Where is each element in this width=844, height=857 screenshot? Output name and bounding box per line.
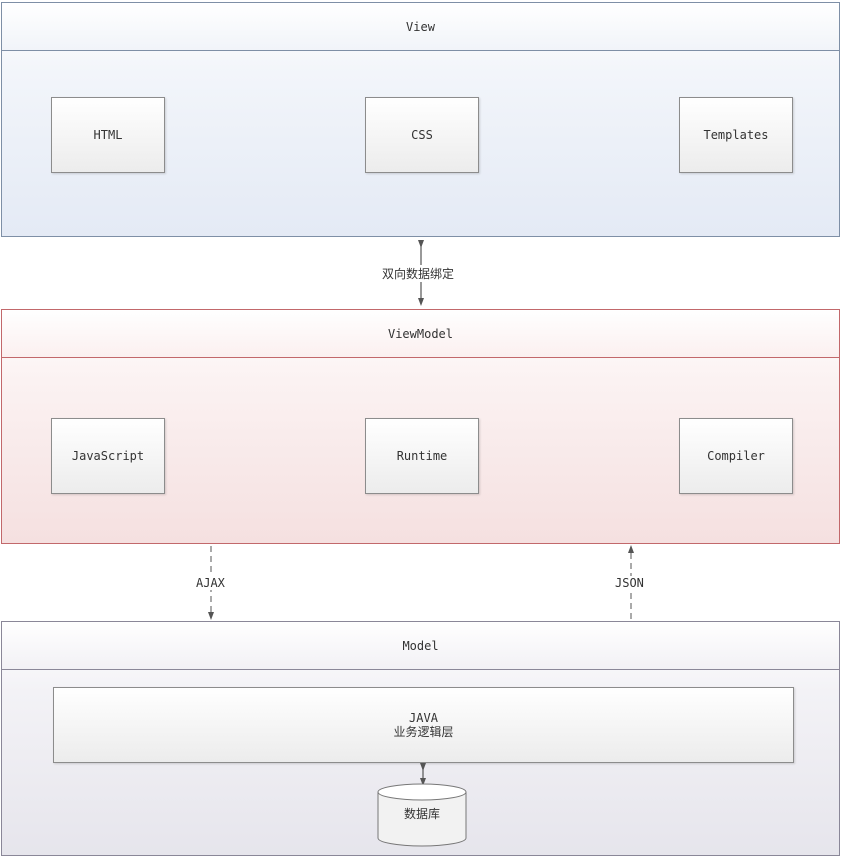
viewmodel-layer-title: ViewModel xyxy=(2,310,839,358)
view-layer: View HTML CSS Templates xyxy=(1,2,840,237)
css-box: CSS xyxy=(365,97,479,173)
javascript-box: JavaScript xyxy=(51,418,165,494)
html-box: HTML xyxy=(51,97,165,173)
business-logic-line1: JAVA xyxy=(409,711,438,725)
binding-label: 双向数据绑定 xyxy=(381,265,456,282)
view-layer-title: View xyxy=(2,3,839,51)
runtime-box: Runtime xyxy=(365,418,479,494)
json-label: JSON xyxy=(614,576,645,590)
business-logic-line2: 业务逻辑层 xyxy=(393,725,454,739)
model-layer-title: Model xyxy=(2,622,839,670)
compiler-box: Compiler xyxy=(679,418,793,494)
viewmodel-layer: ViewModel JavaScript Runtime Compiler xyxy=(1,309,840,544)
database-cylinder xyxy=(377,783,467,847)
business-logic-box: JAVA 业务逻辑层 xyxy=(53,687,794,763)
database-label: 数据库 xyxy=(403,807,440,821)
ajax-label: AJAX xyxy=(195,576,226,590)
templates-box: Templates xyxy=(679,97,793,173)
